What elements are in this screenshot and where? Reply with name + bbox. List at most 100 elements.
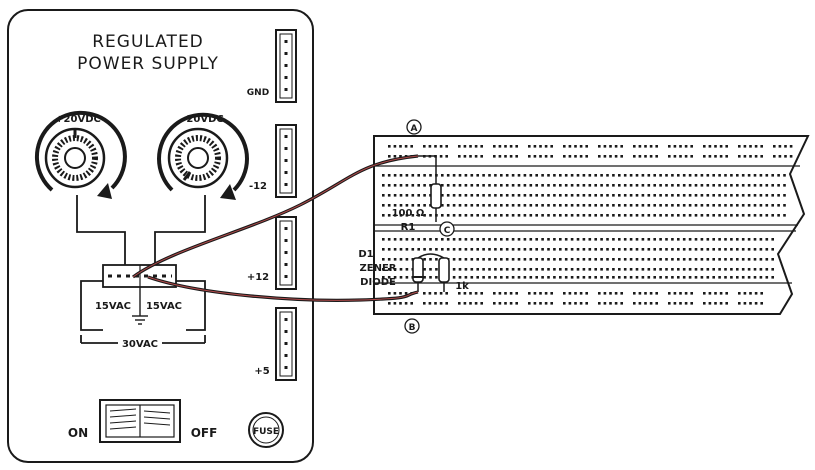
breadboard-hole	[649, 145, 653, 148]
breadboard-hole	[703, 145, 706, 148]
breadboard-hole	[741, 184, 745, 187]
breadboard-hole	[765, 184, 769, 187]
breadboard-hole	[441, 174, 444, 177]
breadboard-hole	[777, 184, 780, 187]
breadboard-hole	[688, 238, 692, 241]
breadboard-hole	[647, 248, 651, 251]
breadboard-hole	[517, 268, 521, 271]
breadboard-hole	[446, 214, 450, 217]
negative-knob-pointer	[182, 171, 192, 181]
breadboard-hole	[399, 258, 403, 261]
breadboard-hole	[644, 145, 647, 148]
terminal-strip-plus12[interactable]: +12	[247, 216, 297, 290]
breadboard-hole	[736, 238, 739, 241]
breadboard-hole	[579, 155, 583, 158]
breadboard-hole	[765, 204, 769, 207]
terminal-strip-gnd[interactable]: GND	[247, 29, 297, 103]
breadboard-hole	[598, 155, 601, 158]
breadboard-hole	[445, 155, 448, 158]
breadboard-hole	[500, 194, 503, 197]
resistor-r1: 100 Ω R1	[392, 155, 442, 233]
breadboard-hole	[623, 204, 627, 207]
breadboard-hole	[574, 292, 577, 295]
breadboard-hole	[511, 194, 515, 197]
breadboard-hole	[708, 155, 712, 158]
breadboard-hole	[423, 204, 426, 207]
breadboard-hole	[528, 302, 531, 305]
breadboard-hole	[623, 248, 627, 251]
point-b-marker: B	[404, 318, 420, 334]
breadboard-hole	[399, 248, 403, 251]
breadboard-hole	[694, 276, 698, 279]
breadboard-hole	[606, 204, 609, 207]
breadboard-hole	[594, 258, 597, 261]
breadboard-hole	[504, 292, 507, 295]
breadboard-hole	[612, 268, 615, 271]
d1-kind-label: DIODE	[360, 277, 396, 288]
breadboard-hole	[684, 302, 688, 305]
breadboard-hole	[600, 248, 603, 251]
breadboard-hole	[736, 248, 739, 251]
negative-voltage-knob[interactable]: -20VDC	[157, 112, 249, 200]
breadboard-hole	[463, 145, 467, 148]
breadboard-hole	[452, 258, 456, 261]
breadboard-hole	[423, 145, 426, 148]
breadboard-hole	[494, 214, 497, 217]
breadboard-hole	[618, 194, 621, 197]
breadboard-hole	[753, 268, 757, 271]
breadboard-hole	[393, 248, 397, 251]
breadboard-hole	[777, 214, 780, 217]
breadboard-hole	[730, 248, 733, 251]
breadboard-hole	[474, 302, 478, 305]
breadboard-hole	[564, 214, 568, 217]
breadboard-hole	[714, 292, 717, 295]
breadboard-hole	[649, 292, 653, 295]
breadboard-hole	[677, 194, 680, 197]
breadboard-hole	[708, 292, 712, 295]
breadboard-hole	[633, 302, 636, 305]
breadboard-hole	[612, 184, 615, 187]
breadboard-hole	[399, 268, 403, 271]
breadboard-hole	[588, 204, 592, 207]
fuse-holder[interactable]: FUSE	[248, 412, 284, 448]
breadboard-hole	[539, 145, 542, 148]
breadboard-hole	[568, 302, 572, 305]
breadboard-hole	[682, 214, 686, 217]
breadboard-hole	[576, 258, 580, 261]
positive-voltage-knob[interactable]: +20VDC	[34, 110, 127, 199]
breadboard-hole	[600, 258, 603, 261]
breadboard-hole	[612, 248, 615, 251]
breadboard-hole	[576, 238, 580, 241]
breadboard-hole	[500, 268, 503, 271]
breadboard-hole	[688, 258, 692, 261]
terminal-strip-minus12[interactable]: -12	[249, 124, 297, 198]
breadboard-hole	[730, 276, 733, 279]
power-switch[interactable]	[99, 399, 181, 443]
terminal-strip-plus5[interactable]: +5	[254, 307, 297, 381]
breadboard-hole	[694, 238, 698, 241]
breadboard-hole	[405, 258, 409, 261]
breadboard-hole	[777, 194, 780, 197]
breadboard-hole	[393, 184, 397, 187]
breadboard-hole	[393, 174, 397, 177]
breadboard-hole	[582, 204, 586, 207]
breadboard-hole	[778, 145, 782, 148]
breadboard-hole	[511, 174, 515, 177]
breadboard-hole	[638, 292, 642, 295]
breadboard-hole	[620, 302, 623, 305]
breadboard-hole	[504, 145, 507, 148]
breadboard-hole	[382, 204, 385, 207]
breadboard-hole	[588, 214, 592, 217]
breadboard-hole	[714, 155, 717, 158]
breadboard-hole	[500, 276, 503, 279]
breadboard-hole	[393, 204, 397, 207]
breadboard-hole	[494, 194, 497, 197]
breadboard-hole	[399, 214, 403, 217]
point-b-circle	[404, 318, 420, 334]
breadboard-hole	[736, 204, 739, 207]
r1-lead-top	[416, 155, 437, 184]
breadboard-hole	[771, 268, 774, 271]
breadboard-hole	[429, 258, 432, 261]
breadboard-hole	[677, 276, 680, 279]
breadboard-hole	[647, 184, 651, 187]
